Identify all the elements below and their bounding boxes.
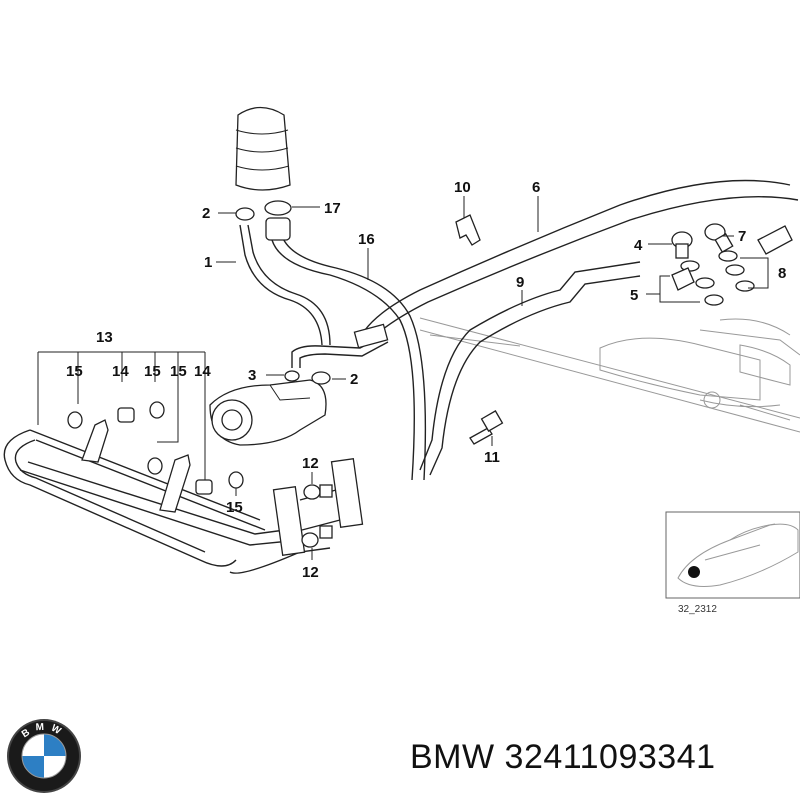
bolt-11	[469, 427, 493, 445]
callout-14: 14	[194, 363, 211, 380]
cooler-bracket	[159, 454, 191, 513]
seal-ring	[149, 401, 165, 419]
callout-17: 17	[324, 200, 341, 217]
inset-label: 32_2312	[678, 604, 717, 615]
hose-6	[364, 179, 791, 331]
seal-ring	[718, 250, 738, 262]
seal-ring	[228, 471, 244, 489]
callout-12: 12	[302, 564, 319, 581]
o-ring-12	[301, 532, 319, 548]
seal-ring	[735, 280, 755, 292]
o-ring-12	[303, 484, 321, 500]
screw-14	[195, 479, 213, 495]
callout-6: 6	[532, 179, 540, 196]
hose-clamp	[235, 207, 255, 221]
callout-15: 15	[144, 363, 161, 380]
callout-2: 2	[350, 371, 358, 388]
callout-12: 12	[302, 455, 319, 472]
callout-15: 15	[226, 499, 243, 516]
bmw-logo: BMW	[7, 719, 81, 793]
seal-ring	[725, 264, 745, 276]
callout-8: 8	[778, 265, 786, 282]
screw-14	[117, 407, 135, 423]
seal-ring	[695, 277, 715, 289]
clip-10	[455, 214, 481, 246]
seal-ring	[147, 457, 163, 475]
callout-14: 14	[112, 363, 129, 380]
callout-3: 3	[248, 367, 256, 384]
hose-9	[419, 261, 641, 471]
callout-16: 16	[358, 231, 375, 248]
seal-ring	[284, 370, 300, 382]
callout-7: 7	[738, 228, 746, 245]
callout-15: 15	[170, 363, 187, 380]
callout-13: 13	[96, 329, 113, 346]
callout-15: 15	[66, 363, 83, 380]
vehicle-inset: 32_2312	[665, 511, 800, 615]
leader-lines	[37, 196, 769, 560]
callout-4: 4	[634, 237, 643, 254]
hose-clamp	[311, 371, 331, 385]
cooler-bracket	[81, 419, 109, 463]
union-block	[330, 458, 364, 528]
power-steering-pump	[209, 379, 327, 446]
union-block	[272, 486, 306, 556]
seal-ring	[704, 294, 724, 306]
hose-16	[271, 239, 415, 481]
steering-rack	[419, 317, 800, 433]
callout-1: 1	[204, 254, 212, 271]
callout-2: 2	[202, 205, 210, 222]
hose-1	[239, 224, 323, 346]
callout-9: 9	[516, 274, 524, 291]
callout-10: 10	[454, 179, 471, 196]
hose-clamp	[264, 200, 292, 216]
callout-11: 11	[484, 449, 500, 466]
seal-ring	[67, 411, 83, 429]
fluid-reservoir	[235, 106, 291, 191]
part-number-title: BMW 32411093341	[410, 738, 716, 776]
callout-5: 5	[630, 287, 638, 304]
